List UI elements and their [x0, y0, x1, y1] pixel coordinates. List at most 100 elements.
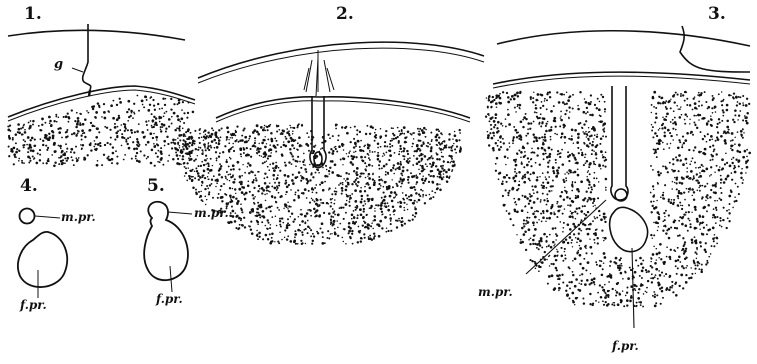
- yolk-granule: [386, 146, 388, 148]
- yolk-granule: [726, 104, 729, 107]
- yolk-granule: [372, 220, 373, 221]
- yolk-granule: [566, 171, 568, 173]
- yolk-granule: [424, 202, 426, 204]
- yolk-granule: [706, 123, 708, 125]
- yolk-granule: [389, 154, 392, 157]
- yolk-granule: [562, 179, 564, 181]
- yolk-granule: [374, 140, 376, 142]
- yolk-granule: [572, 200, 575, 203]
- yolk-granule: [641, 270, 644, 273]
- yolk-granule: [322, 136, 325, 139]
- yolk-granule: [575, 197, 577, 199]
- yolk-granule: [567, 151, 569, 153]
- yolk-granule: [76, 123, 79, 126]
- yolk-granule: [577, 195, 579, 197]
- yolk-granule: [591, 114, 594, 117]
- yolk-granule: [42, 162, 44, 164]
- yolk-granule: [211, 133, 214, 136]
- yolk-granule: [267, 157, 269, 159]
- yolk-granule: [579, 245, 581, 247]
- yolk-granule: [698, 100, 700, 102]
- yolk-granule: [314, 201, 316, 203]
- yolk-granule: [702, 117, 705, 120]
- yolk-granule: [177, 137, 179, 139]
- yolk-granule: [121, 136, 124, 139]
- yolk-granule: [738, 115, 740, 117]
- yolk-granule: [494, 124, 496, 126]
- yolk-granule: [699, 190, 701, 192]
- yolk-granule: [372, 178, 374, 180]
- yolk-granule: [130, 115, 132, 117]
- yolk-granule: [602, 237, 603, 238]
- yolk-granule: [206, 135, 208, 137]
- yolk-granule: [459, 132, 461, 134]
- yolk-granule: [208, 193, 210, 195]
- yolk-granule: [95, 136, 98, 139]
- yolk-granule: [542, 105, 544, 107]
- yolk-granule: [592, 198, 594, 200]
- yolk-granule: [83, 132, 85, 134]
- yolk-granule: [291, 140, 293, 142]
- yolk-granule: [182, 127, 184, 129]
- yolk-granule: [350, 155, 352, 157]
- yolk-granule: [294, 230, 296, 232]
- yolk-granule: [46, 162, 48, 164]
- yolk-granule: [128, 100, 130, 102]
- yolk-granule: [290, 152, 292, 154]
- yolk-granule: [748, 152, 751, 155]
- yolk-granule: [279, 224, 281, 226]
- yolk-granule: [493, 135, 495, 137]
- yolk-granule: [568, 281, 570, 283]
- yolk-granule: [121, 145, 123, 147]
- yolk-granule: [698, 187, 700, 189]
- yolk-granule: [421, 129, 424, 132]
- yolk-granule: [670, 121, 672, 123]
- yolk-granule: [267, 186, 270, 189]
- yolk-granule: [182, 151, 184, 153]
- yolk-granule: [146, 99, 148, 101]
- yolk-granule: [742, 104, 744, 106]
- yolk-granule: [488, 114, 490, 116]
- yolk-granule: [712, 159, 714, 161]
- yolk-granule: [61, 150, 64, 153]
- yolk-granule: [525, 205, 527, 207]
- yolk-granule: [580, 180, 583, 183]
- yolk-granule: [238, 227, 240, 229]
- yolk-granule: [694, 227, 697, 230]
- yolk-granule: [343, 178, 345, 180]
- yolk-granule: [745, 104, 748, 107]
- yolk-granule: [89, 129, 92, 132]
- yolk-granule: [712, 112, 714, 114]
- yolk-granule: [415, 150, 418, 153]
- yolk-granule: [554, 243, 555, 244]
- yolk-granule: [695, 265, 697, 267]
- yolk-granule: [97, 160, 99, 162]
- yolk-granule: [75, 157, 77, 159]
- yolk-granule: [419, 150, 421, 152]
- yolk-granule: [75, 146, 77, 148]
- yolk-granule: [535, 139, 536, 140]
- yolk-granule: [264, 125, 265, 126]
- yolk-granule: [264, 146, 267, 149]
- yolk-granule: [550, 129, 553, 132]
- yolk-granule: [294, 233, 297, 236]
- yolk-granule: [42, 144, 44, 146]
- yolk-granule: [724, 142, 727, 145]
- yolk-granule: [406, 169, 408, 171]
- yolk-granule: [460, 146, 462, 148]
- yolk-granule: [691, 241, 694, 244]
- yolk-granule: [589, 293, 591, 295]
- yolk-granule: [132, 117, 134, 119]
- yolk-granule: [261, 192, 263, 194]
- yolk-granule: [556, 203, 557, 204]
- yolk-granule: [674, 117, 676, 119]
- yolk-granule: [217, 197, 219, 199]
- yolk-granule: [232, 210, 235, 213]
- yolk-granule: [721, 158, 724, 161]
- yolk-granule: [198, 165, 200, 167]
- yolk-granule: [402, 155, 404, 157]
- yolk-granule: [271, 237, 273, 239]
- yolk-granule: [264, 173, 266, 175]
- yolk-granule: [422, 132, 424, 134]
- yolk-granule: [588, 187, 590, 189]
